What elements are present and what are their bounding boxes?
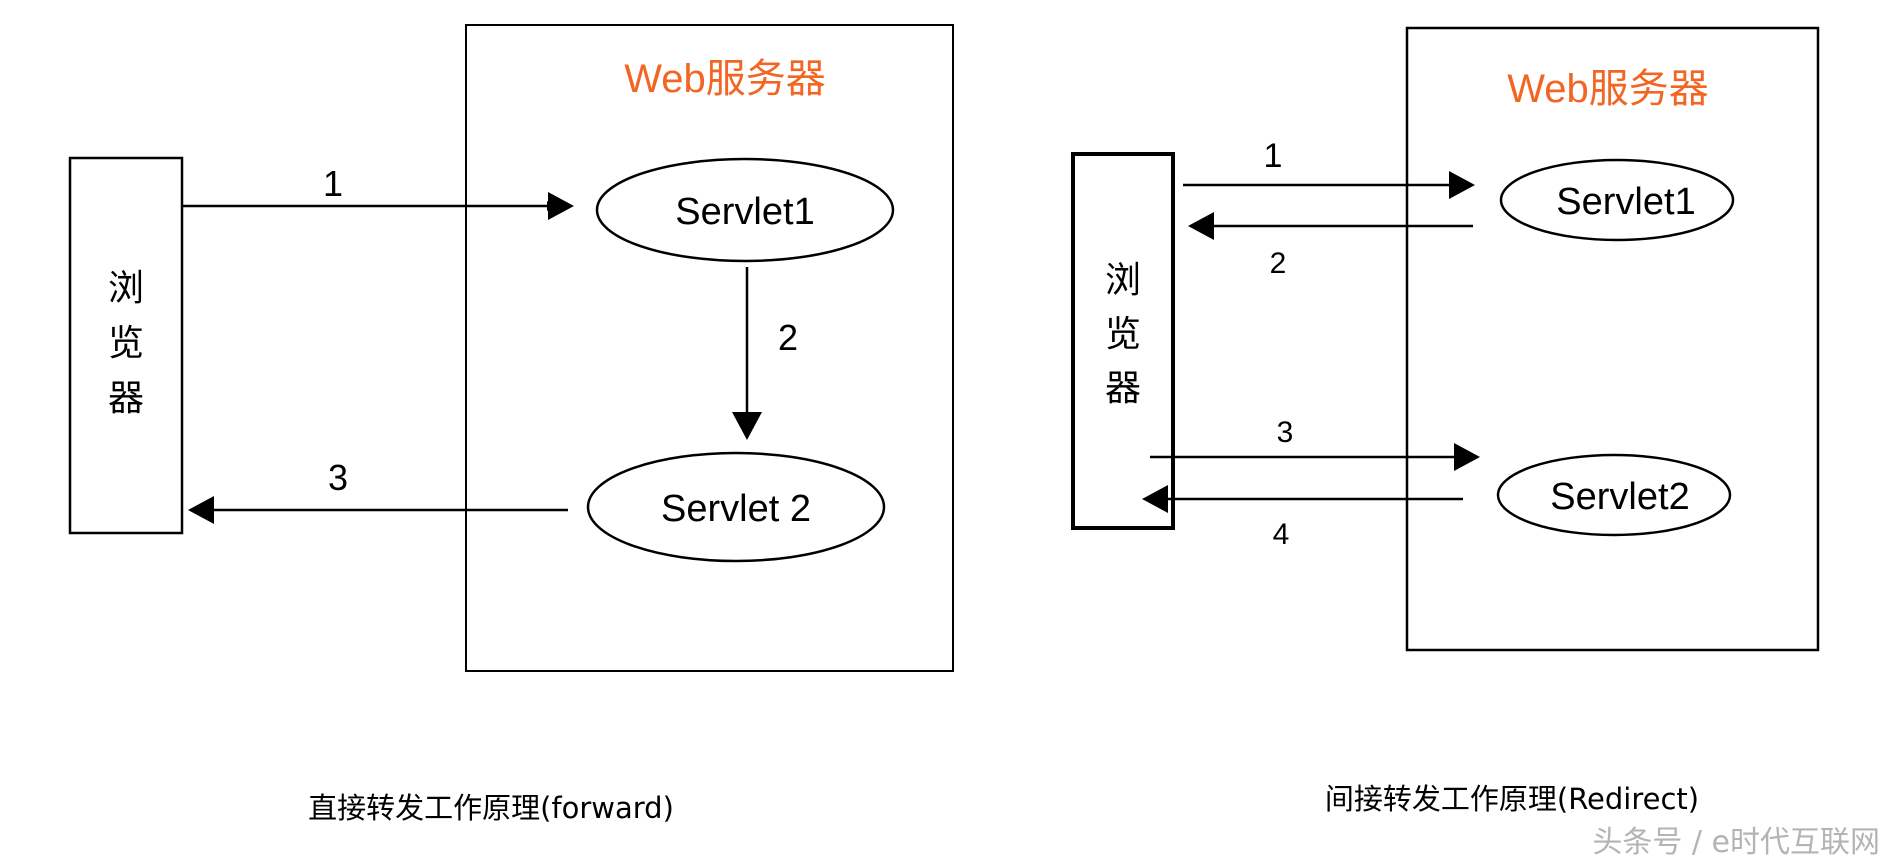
- left-step-1-label: 1: [323, 163, 343, 204]
- left-servlet2-node: [586, 451, 886, 563]
- right-servlet2-node: [1496, 453, 1732, 537]
- right-browser-char-3: 器: [1105, 368, 1141, 409]
- left-servlet1-node: [595, 157, 895, 263]
- watermark-text: 头条号 / e时代互联网: [1592, 825, 1880, 860]
- right-caption: 间接转发工作原理(Redirect): [1325, 782, 1699, 816]
- right-step-2-label: 2: [1270, 247, 1287, 280]
- left-step-2-label: 2: [778, 317, 798, 358]
- right-step-1-label: 1: [1264, 137, 1283, 175]
- right-arrow-2-head: [1188, 212, 1214, 240]
- right-servlet1-node: [1499, 158, 1735, 242]
- right-arrow-1-head: [1449, 171, 1475, 199]
- forward-diagram: 浏 览 器 Web服务器 Servlet1 Servlet 2 1 2 3 直接…: [68, 24, 954, 825]
- redirect-diagram: 浏 览 器 Web服务器 Servlet1 Servlet2 1 2 3 4 间…: [1071, 26, 1820, 816]
- left-web-server-box: [465, 24, 954, 672]
- right-arrow-4-head: [1142, 485, 1168, 513]
- left-arrow-1-head: [548, 192, 574, 220]
- left-browser-char-1: 浏: [108, 268, 144, 309]
- right-web-server-title: Web服务器: [1507, 67, 1709, 111]
- left-caption: 直接转发工作原理(forward): [308, 791, 674, 825]
- left-browser-box: [68, 156, 184, 535]
- left-browser-char-2: 览: [108, 323, 144, 364]
- left-servlet1-label: Servlet1: [675, 191, 814, 233]
- right-web-server-box: [1405, 26, 1820, 652]
- right-browser-char-2: 览: [1105, 314, 1141, 355]
- right-arrow-3-head: [1454, 443, 1480, 471]
- left-arrow-2-head: [732, 412, 762, 440]
- right-servlet2-label: Servlet2: [1550, 476, 1689, 518]
- right-browser-box: [1071, 152, 1175, 530]
- right-servlet1-label: Servlet1: [1556, 181, 1695, 223]
- left-arrow-3-head: [188, 496, 214, 524]
- left-browser-char-3: 器: [108, 378, 144, 419]
- left-step-3-label: 3: [328, 457, 348, 498]
- right-browser-char-1: 浏: [1105, 260, 1141, 301]
- right-step-3-label: 3: [1277, 416, 1294, 449]
- left-web-server-title: Web服务器: [624, 57, 826, 101]
- left-servlet2-label: Servlet 2: [661, 488, 811, 530]
- right-step-4-label: 4: [1273, 518, 1290, 551]
